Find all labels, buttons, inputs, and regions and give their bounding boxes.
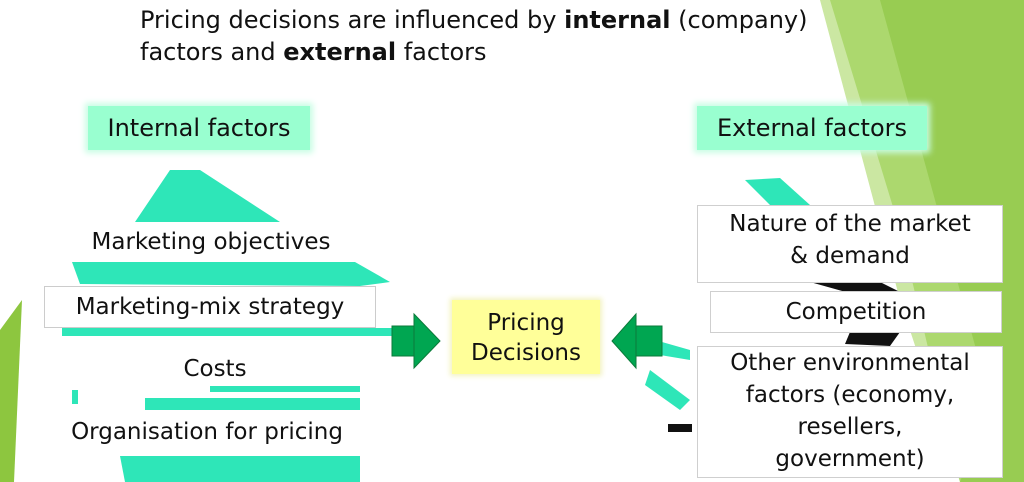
- teal-shape-6: [210, 386, 360, 392]
- title-text-2: (company): [670, 6, 808, 34]
- internal-factor-organisation: Organisation for pricing: [46, 412, 368, 452]
- teal-shape-3: [62, 328, 392, 336]
- pricing-decisions-box: Pricing Decisions: [452, 300, 600, 374]
- title-bold-internal: internal: [564, 6, 671, 34]
- teal-shape-8: [745, 178, 810, 205]
- external-factors-header: External factors: [697, 106, 927, 150]
- title-line-1: Pricing decisions are influenced by inte…: [140, 4, 900, 36]
- internal-factor-marketing-mix: Marketing-mix strategy: [44, 286, 376, 328]
- dark-shape-1: [668, 424, 692, 432]
- title-text-1: Pricing decisions are influenced by: [140, 6, 565, 34]
- green-wedge-left: [0, 300, 22, 482]
- ext-2-line-1: Other environmental: [730, 350, 970, 376]
- title-line-2: factors and external factors: [140, 36, 900, 68]
- arrow-right-icon: [391, 312, 441, 370]
- title-text-3: factors and: [140, 38, 284, 66]
- internal-factor-costs: Costs: [183, 356, 247, 382]
- ext-1-line-1: Competition: [785, 299, 927, 325]
- center-line-2: Decisions: [471, 340, 581, 366]
- ext-2-line-2: factors (economy,: [745, 382, 955, 408]
- teal-shape-10: [655, 340, 690, 360]
- ext-2-line-3: resellers,: [797, 414, 903, 440]
- teal-shape-4: [72, 390, 78, 404]
- external-factor-market-demand: Nature of the market & demand: [697, 205, 1003, 283]
- page-title: Pricing decisions are influenced by inte…: [140, 4, 900, 68]
- ext-0-line-2: & demand: [790, 243, 910, 269]
- teal-shape-5: [145, 398, 360, 410]
- teal-shape-7: [120, 456, 360, 482]
- center-line-1: Pricing: [487, 310, 565, 336]
- arrow-left-icon: [611, 312, 663, 370]
- dark-shape-3: [845, 332, 900, 346]
- external-factor-competition: Competition: [710, 291, 1002, 333]
- title-bold-external: external: [283, 38, 397, 66]
- teal-shape-2: [72, 262, 390, 286]
- internal-factor-marketing-objectives: Marketing objectives: [56, 224, 366, 260]
- ext-0-line-1: Nature of the market: [729, 211, 971, 237]
- external-factor-environmental: Other environmental factors (economy, re…: [697, 346, 1003, 478]
- teal-shape-9: [645, 370, 690, 410]
- ext-2-line-4: government): [775, 446, 925, 472]
- internal-factors-header: Internal factors: [88, 106, 310, 150]
- title-text-4: factors: [396, 38, 487, 66]
- teal-shape-1: [135, 170, 280, 222]
